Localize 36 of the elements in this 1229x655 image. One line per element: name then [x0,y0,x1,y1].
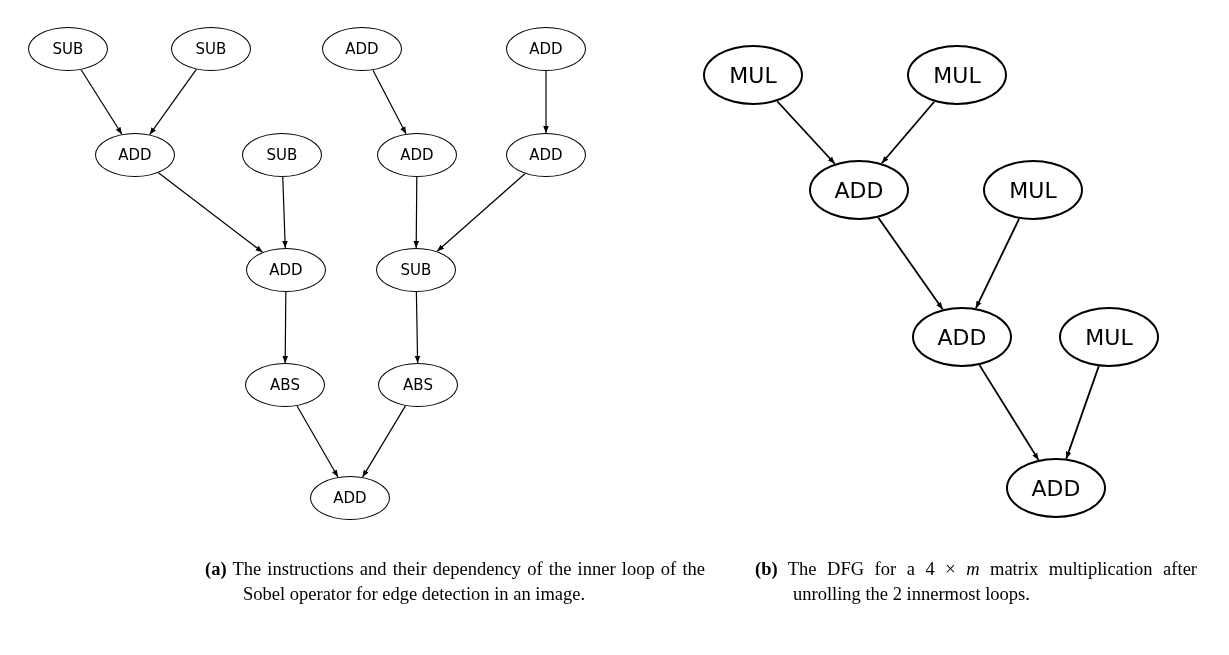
arrow [1065,365,1100,460]
arrow [436,173,526,252]
arrow [361,405,407,478]
arrow [414,291,421,364]
arrow [157,172,264,253]
arrow [282,176,288,249]
operation-ellipse: ADD [912,307,1012,367]
operation-ellipse: ADD [322,27,402,71]
operation-ellipse: SUB [242,133,322,177]
operation-ellipse: ADD [310,476,390,520]
operation-ellipse: MUL [1059,307,1159,367]
arrow [296,405,339,478]
operation-ellipse: ADD [809,160,909,220]
operation-ellipse: ABS [245,363,325,407]
operation-ellipse: ADD [377,133,457,177]
operation-ellipse: ADD [246,248,326,292]
operation-ellipse: ADD [1006,458,1106,518]
figure-caption: (a) The instructions and their dependency of the inner loop of the Sobel operator for edge detection in an image. [205,558,705,606]
arrow [975,217,1020,310]
operation-ellipse: ADD [506,27,586,71]
operation-ellipse: ADD [95,133,175,177]
arrow [282,291,289,364]
operation-ellipse: SUB [28,27,108,71]
figure-caption: (b) The DFG for a 4 × m matrix multiplication after unrolling the 2 innermost loops. [755,558,1197,606]
arrow [543,70,549,134]
operation-ellipse: SUB [376,248,456,292]
operation-ellipse: SUB [171,27,251,71]
operation-ellipse: MUL [907,45,1007,105]
operation-ellipse: ABS [378,363,458,407]
arrow [372,69,407,135]
arrow [80,69,123,135]
arrow [978,364,1040,461]
arrow [413,176,420,249]
operation-ellipse: MUL [983,160,1083,220]
operation-ellipse: ADD [506,133,586,177]
operation-ellipse: MUL [703,45,803,105]
